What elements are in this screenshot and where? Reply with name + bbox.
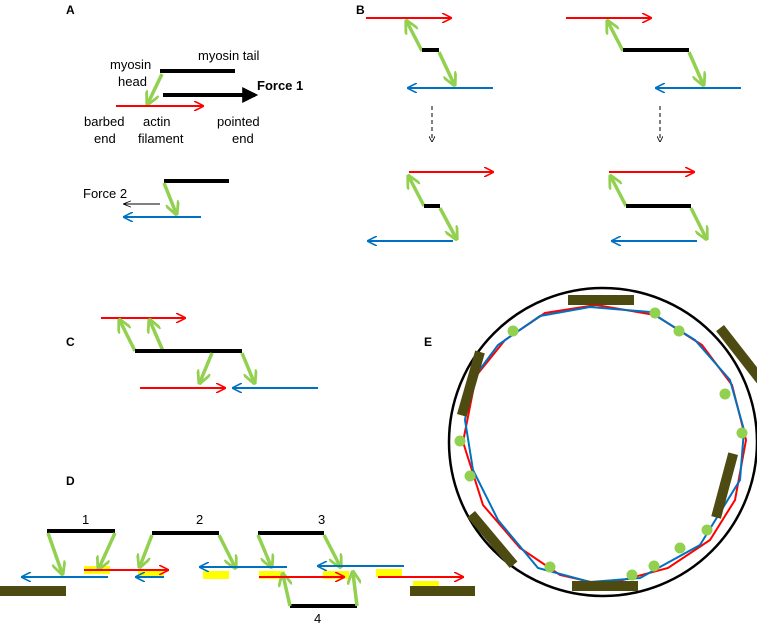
panel-b: [366, 18, 741, 241]
c-head-up-1: [120, 321, 137, 352]
panel-label-c: C: [66, 335, 75, 349]
panel-a: myosin head myosin tail Force 1 barbed e…: [83, 48, 303, 217]
d-head-2a: [140, 534, 154, 566]
e-anchor-lower-left: [467, 510, 518, 568]
myosin-head-arrow-2: [162, 182, 176, 213]
d-head-4b: [353, 573, 357, 607]
d-highlight-7: [413, 581, 439, 589]
e-dot: [736, 427, 748, 439]
d-head-1a: [46, 532, 62, 573]
b-bl-head-down: [438, 207, 456, 238]
label-force-2: Force 2: [83, 186, 127, 201]
e-dot: [626, 569, 638, 581]
b-br-head-up: [611, 177, 628, 207]
e-anchor-right: [711, 452, 738, 519]
d-head-3b: [322, 534, 340, 566]
panel-label-d: D: [66, 474, 75, 488]
d-highlight-3: [203, 571, 229, 579]
label-actin: actin: [143, 114, 170, 129]
b-br-head-down: [689, 207, 706, 238]
e-dot: [544, 561, 556, 573]
d-anchor-left: [0, 586, 66, 596]
e-anchor-bottom: [572, 581, 638, 591]
label-force-1: Force 1: [257, 78, 303, 93]
e-dot: [701, 524, 713, 536]
e-outer-ring: [447, 286, 757, 598]
myosin-head-arrow: [148, 73, 164, 103]
label-myosin: myosin: [110, 57, 151, 72]
panel-d: 1 2 3 4: [0, 512, 475, 626]
label-barbed: barbed: [84, 114, 124, 129]
e-blue-filament: [463, 306, 746, 584]
d-label-2: 2: [196, 512, 203, 527]
e-dot: [507, 325, 519, 337]
e-anchor-upper-left: [457, 350, 485, 417]
d-head-1b: [99, 532, 117, 568]
e-dot: [464, 470, 476, 482]
d-label-4: 4: [314, 611, 321, 626]
d-highlight-4: [259, 571, 285, 579]
d-label-3: 3: [318, 512, 325, 527]
label-filament: filament: [138, 131, 184, 146]
d-highlight-6: [376, 569, 402, 577]
d-label-1: 1: [82, 512, 89, 527]
e-red-filament: [461, 304, 748, 587]
label-barbed-end: end: [94, 131, 116, 146]
e-anchor-top: [568, 295, 634, 305]
e-dot: [719, 388, 731, 400]
d-highlight-2: [138, 569, 164, 577]
panel-c: [101, 318, 318, 388]
d-head-4a: [283, 575, 290, 607]
c-head-down-2: [240, 352, 254, 382]
e-dot: [454, 435, 466, 447]
d-head-2b: [217, 534, 235, 567]
panel-label-b: B: [356, 3, 365, 17]
e-dot: [674, 542, 686, 554]
e-dot: [648, 560, 660, 572]
panel-label-a: A: [66, 3, 75, 17]
d-anchor-right: [410, 586, 475, 596]
c-head-up-2: [150, 321, 165, 352]
label-head: head: [118, 74, 147, 89]
panel-e: [447, 286, 757, 598]
b-tl-head-up: [407, 22, 424, 52]
c-head-down-1: [200, 352, 214, 382]
b-tr-head-up: [608, 22, 625, 52]
label-pointed: pointed: [217, 114, 260, 129]
label-pointed-end: end: [232, 131, 254, 146]
e-dot: [649, 307, 661, 319]
b-tl-head-down: [437, 51, 454, 84]
b-bl-head-up: [409, 177, 426, 207]
panel-label-e: E: [424, 335, 432, 349]
label-myosin-tail: myosin tail: [198, 48, 260, 63]
d-head-3a: [256, 534, 271, 566]
e-anchor-upper-right: [716, 325, 757, 384]
b-tr-head-down: [687, 51, 703, 84]
e-dot: [673, 325, 685, 337]
